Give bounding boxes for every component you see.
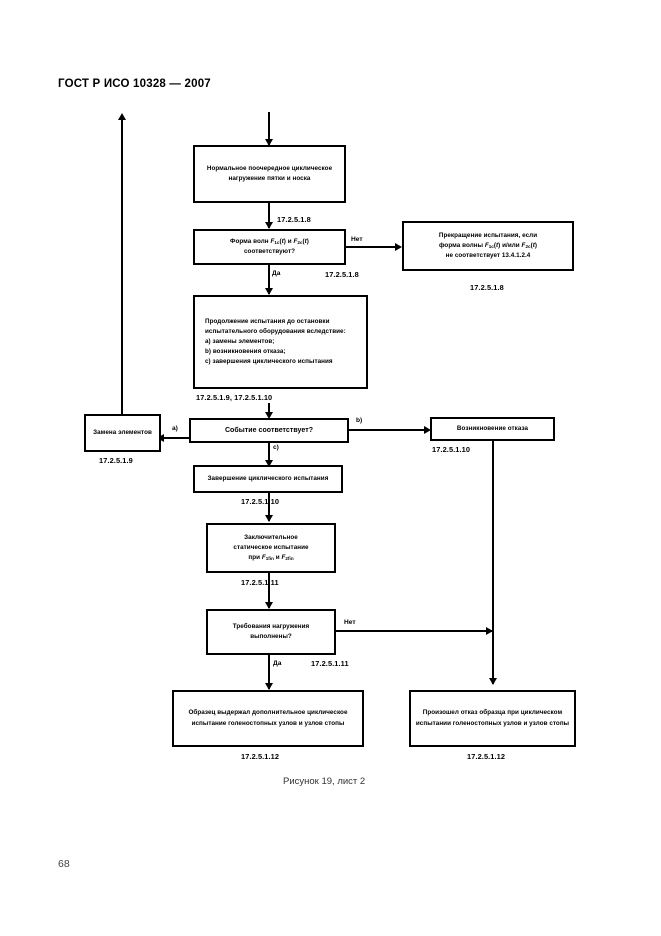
connector-event-b [349,429,428,431]
arrowhead-waveform-no [395,243,402,251]
connector-4-event [268,403,270,417]
connector-waveform-yes [268,265,270,294]
connector-9-10 [268,573,270,608]
arrowhead-1-2 [265,222,273,229]
box-normal-cyclic: Нормальное поочередное циклическое нагру… [193,145,346,203]
box-failure-occurred: Возникновение отказа [430,417,555,441]
box-load-req-check: Требования нагружения выполнены? [206,609,336,655]
box-continue-test: Продолжение испытания до остановки испыт… [193,295,368,389]
label-waveform-yes: Да [272,270,281,277]
ref-waveform-in: 17.2.5.1.8 [277,215,311,224]
ref-continue: 17.2.5.1.9, 17.2.5.1.10 [196,393,273,402]
box-continue-test-label: Продолжение испытания до остановки испыт… [199,317,362,368]
box-event-check-label: Событие соответствует? [224,426,314,434]
connector-waveform-no [346,246,399,248]
arrowhead-event-c [265,460,273,467]
arrowhead-4-event [265,412,273,419]
box-cycle-complete: Завершение циклического испытания [193,465,343,493]
arrowhead-load-no [486,627,493,635]
box-specimen-failed: Произошел отказ образца при циклическом … [409,690,576,747]
connector-top-in [268,112,270,145]
ref-load-req: 17.2.5.1.11 [311,659,349,668]
continue-test-title: Продолжение испытания до остановки испыт… [205,317,346,335]
ref-specimen-passed: 17.2.5.1.12 [241,752,280,761]
ref-replace-parts: 17.2.5.1.9 [99,456,133,465]
continue-test-c: c) завершения циклического испытания [205,358,333,366]
arrowhead-feedback-up [118,113,126,120]
connector-1-2 [268,203,270,228]
box-failure-occurred-label: Возникновение отказа [456,424,529,432]
ref-test-stop: 17.2.5.1.8 [470,283,504,292]
ref-failure-occurred: 17.2.5.1.10 [432,445,471,454]
box-normal-cyclic-label: Нормальное поочередное циклическое нагру… [206,164,333,182]
box-load-req-check-label: Требования нагружения выполнены? [232,622,310,640]
box-waveform-check-label: Форма волн F1c(t) и F2c(t)соответствуют? [230,237,309,255]
arrowhead-9-10 [265,602,273,609]
arrowhead-event-b [424,426,431,434]
label-event-a: a) [172,425,178,432]
ref-specimen-failed: 17.2.5.1.12 [467,752,506,761]
label-waveform-no: Нет [351,236,363,243]
box-specimen-passed: Образец выдержал дополнительное цикличес… [172,690,364,747]
label-load-no: Нет [344,619,356,626]
continue-test-a: a) замены элементов; [205,337,275,345]
arrowhead-top-in [265,139,273,146]
ref-waveform-out: 17.2.5.1.8 [325,270,359,279]
document-header: ГОСТ Р ИСО 10328 — 2007 [58,78,211,90]
box-event-check: Событие соответствует? [189,418,349,443]
arrowhead-failure-down [489,678,497,685]
connector-event-c [268,443,270,466]
connector-load-yes [268,655,270,689]
box-waveform-check: Форма волн F1c(t) и F2c(t)соответствуют? [193,229,346,265]
figure-caption: Рисунок 19, лист 2 [283,776,366,787]
continue-test-b: b) возникновения отказа; [205,348,286,356]
label-load-yes: Да [273,660,282,667]
box-cycle-complete-label: Завершение циклического испытания [207,474,329,482]
connector-feedback-up [121,119,123,414]
connector-failure-down [492,441,494,684]
connector-8-9 [268,493,270,521]
connector-load-no [336,630,494,632]
arrowhead-load-yes [265,683,273,690]
page-number: 68 [58,858,70,870]
box-replace-parts: Замена элементов [84,414,161,452]
connector-event-a [161,437,191,439]
label-event-c: c) [273,444,279,451]
ref-cycle-complete: 17.2.5.1.10 [241,497,280,506]
ref-final-static: 17.2.5.1.11 [241,578,279,587]
arrowhead-waveform-yes [265,288,273,295]
box-specimen-passed-label: Образец выдержал дополнительное цикличес… [188,709,348,727]
box-specimen-failed-label: Произошел отказ образца при циклическом … [415,709,570,727]
label-event-b: b) [356,417,363,424]
box-replace-parts-label: Замена элементов [93,428,152,436]
arrowhead-8-9 [265,515,273,522]
